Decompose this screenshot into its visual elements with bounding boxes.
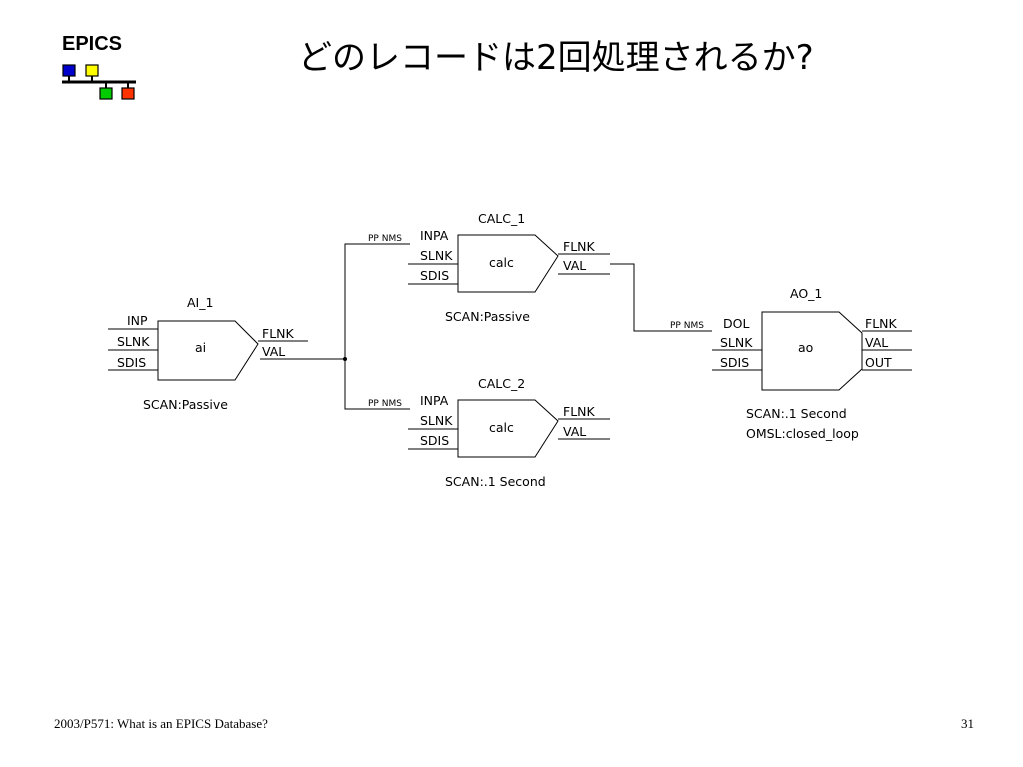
record-ao1: AO_1 PP NMS ao DOL SLNK SDIS FLNK VAL OU…	[670, 286, 912, 441]
ao1-input-0: DOL	[723, 316, 749, 331]
footer-caption: 2003/P571: What is an EPICS Database?	[54, 716, 268, 731]
green-square	[99, 87, 113, 100]
record-ao1-block	[761, 311, 863, 391]
ao1-input-1: SLNK	[720, 335, 753, 350]
ao1-omsl: OMSL:closed_loop	[746, 426, 859, 441]
network-icon	[62, 64, 136, 100]
calc2-input-2: SDIS	[420, 433, 449, 448]
record-ao1-type: ao	[798, 340, 813, 355]
record-calc1: CALC_1 PP NMS calc INPA SLNK SDIS FLNK V…	[368, 211, 610, 324]
calc2-scan: SCAN:.1 Second	[445, 474, 546, 489]
calc1-input-1: SLNK	[420, 248, 453, 263]
ai1-input-0: INP	[127, 313, 148, 328]
calc2-output-1: VAL	[563, 424, 586, 439]
wires	[260, 243, 712, 410]
ao1-link-label: PP NMS	[670, 321, 704, 331]
junction-dot	[343, 357, 347, 361]
record-ai1-type: ai	[195, 340, 206, 355]
calc1-input-2: SDIS	[420, 268, 449, 283]
record-calc1-type: calc	[489, 255, 514, 270]
ao1-input-2: SDIS	[720, 355, 749, 370]
calc1-scan: SCAN:Passive	[445, 309, 530, 324]
record-ai1-name: AI_1	[187, 295, 213, 310]
calc1-link-label: PP NMS	[368, 234, 402, 244]
record-calc2: CALC_2 PP NMS calc INPA SLNK SDIS FLNK V…	[368, 376, 610, 489]
record-calc1-name: CALC_1	[478, 211, 525, 226]
ai1-input-1: SLNK	[117, 334, 150, 349]
ai1-scan: SCAN:Passive	[143, 397, 228, 412]
record-ao1-name: AO_1	[790, 286, 822, 301]
ao1-output-0: FLNK	[865, 316, 898, 331]
ai1-output-1: VAL	[262, 344, 285, 359]
ao1-scan: SCAN:.1 Second	[746, 406, 847, 421]
calc1-input-0: INPA	[420, 228, 449, 243]
record-ai1: AI_1 ai INP SLNK SDIS FLNK VAL SCAN:Pass…	[108, 295, 308, 412]
ao1-output-1: VAL	[865, 335, 888, 350]
record-calc2-name: CALC_2	[478, 376, 525, 391]
ao1-output-2: OUT	[865, 355, 892, 370]
record-calc2-type: calc	[489, 420, 514, 435]
ai1-output-0: FLNK	[262, 326, 295, 341]
record-calc1-block	[457, 234, 559, 293]
wire-to-calc2	[344, 359, 410, 410]
red-square	[121, 87, 135, 100]
wire-calc1-to-ao	[610, 263, 712, 332]
epics-logo: EPICS	[60, 33, 145, 108]
epics-logo-text: EPICS	[62, 33, 123, 55]
record-ai1-block	[157, 320, 259, 381]
calc2-input-0: INPA	[420, 393, 449, 408]
wire-to-calc1	[344, 243, 410, 359]
page-number: 31	[961, 716, 974, 731]
calc2-output-0: FLNK	[563, 404, 596, 419]
calc1-output-1: VAL	[563, 258, 586, 273]
ai1-input-2: SDIS	[117, 355, 146, 370]
calc2-input-1: SLNK	[420, 413, 453, 428]
calc1-output-0: FLNK	[563, 239, 596, 254]
calc2-link-label: PP NMS	[368, 399, 402, 409]
slide-title: どのレコードは2回処理されるか?	[298, 38, 814, 78]
record-calc2-block	[457, 399, 559, 458]
